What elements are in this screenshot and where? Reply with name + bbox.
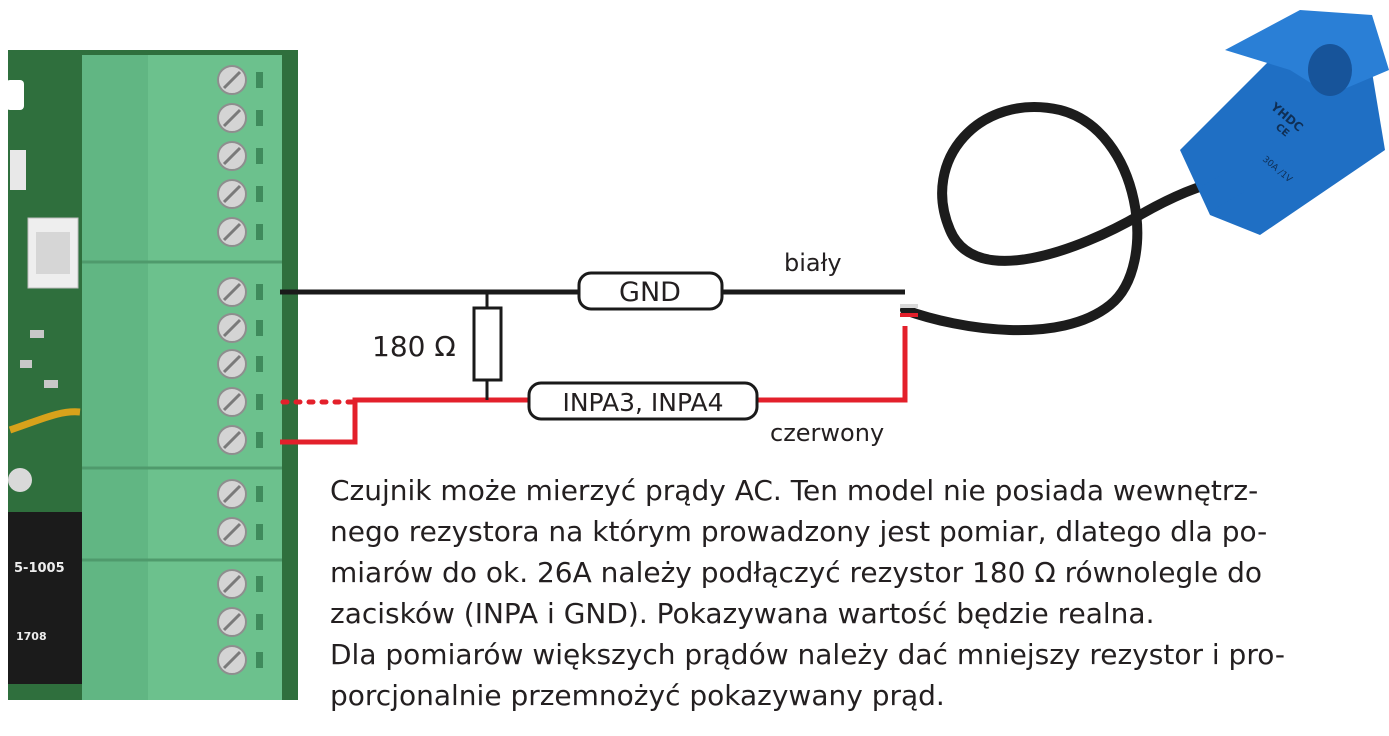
gnd-tag-frame xyxy=(577,271,724,311)
terminal-slot xyxy=(256,432,263,448)
description-line: Czujnik może mierzyć prądy AC. Ten model… xyxy=(330,474,1259,507)
terminal-slot xyxy=(256,576,263,592)
terminal-slot xyxy=(256,486,263,502)
screw-slot xyxy=(222,650,242,670)
description-line: zacisków (INPA i GND). Pokazywana wartoś… xyxy=(330,597,1155,630)
description: Czujnik może mierzyć prądy AC. Ten model… xyxy=(330,470,1389,716)
screw-slot xyxy=(222,184,242,204)
white-connector-2-inner xyxy=(36,232,70,274)
screw-slot xyxy=(222,354,242,374)
screw-slot xyxy=(222,70,242,90)
terminal-slot xyxy=(256,72,263,88)
terminal-slot xyxy=(256,614,263,630)
smd-component xyxy=(20,360,32,368)
screw-slot xyxy=(222,430,242,450)
input-label: INPA3, INPA4 xyxy=(562,388,723,417)
relay xyxy=(8,512,90,684)
controller-board: 5-1005 1708 xyxy=(6,50,298,700)
smd-component xyxy=(44,380,58,388)
description-line: porcjonalnie przemnożyć pokazywany prąd. xyxy=(330,679,945,712)
terminal-screws xyxy=(217,65,263,675)
resistor: 180 Ω xyxy=(372,292,503,400)
screw-slot xyxy=(222,318,242,338)
terminal-block-shade xyxy=(82,55,148,700)
screw-slot xyxy=(222,522,242,542)
white-connector xyxy=(10,150,26,190)
red-wire-label: czerwony xyxy=(770,419,884,447)
description-line: Dla pomiarów większych prądów należy dać… xyxy=(330,638,1285,671)
description-line: nego rezystora na którym prowadzony jest… xyxy=(330,515,1268,548)
gnd-label: GND xyxy=(619,277,681,308)
resistor-body xyxy=(472,306,503,382)
input-tag: INPA3, INPA4 xyxy=(527,381,759,421)
signal-wire xyxy=(280,326,908,445)
terminal-slot xyxy=(256,524,263,540)
pcb-hole xyxy=(8,468,32,492)
input-tag-frame xyxy=(527,381,759,421)
screw-slot xyxy=(222,222,242,242)
screw-slot xyxy=(222,484,242,504)
terminal-slot xyxy=(256,284,263,300)
pcb-mount-hole xyxy=(6,80,24,110)
sensor-cable-boot xyxy=(1201,169,1245,209)
smd-component xyxy=(30,330,44,338)
relay-cert-text: 1708 xyxy=(16,630,47,643)
resistor-label: 180 Ω xyxy=(372,330,456,363)
sensor-aperture xyxy=(1308,44,1352,96)
description-line: miarów do ok. 26A należy podłączyć rezys… xyxy=(330,556,1263,589)
screw-slot xyxy=(222,612,242,632)
terminal-slot xyxy=(256,394,263,410)
screw-slot xyxy=(222,108,242,128)
terminal-slot xyxy=(256,652,263,668)
terminal-slot xyxy=(256,186,263,202)
screw-slot xyxy=(222,146,242,166)
white-wire-label: biały xyxy=(784,249,842,277)
current-sensor: YHDC CE 30A /1V xyxy=(900,10,1389,336)
screw-slot xyxy=(222,392,242,412)
yellow-wire xyxy=(8,408,81,434)
sensor-cable xyxy=(900,102,1225,336)
terminal-slot xyxy=(256,356,263,372)
gnd-tag: GND xyxy=(577,271,724,311)
screw-slot xyxy=(222,282,242,302)
terminal-slot xyxy=(256,110,263,126)
terminal-slot xyxy=(256,320,263,336)
relay-text: 5-1005 xyxy=(14,561,65,576)
terminal-slot xyxy=(256,224,263,240)
screw-slot xyxy=(222,574,242,594)
terminal-slot xyxy=(256,148,263,164)
